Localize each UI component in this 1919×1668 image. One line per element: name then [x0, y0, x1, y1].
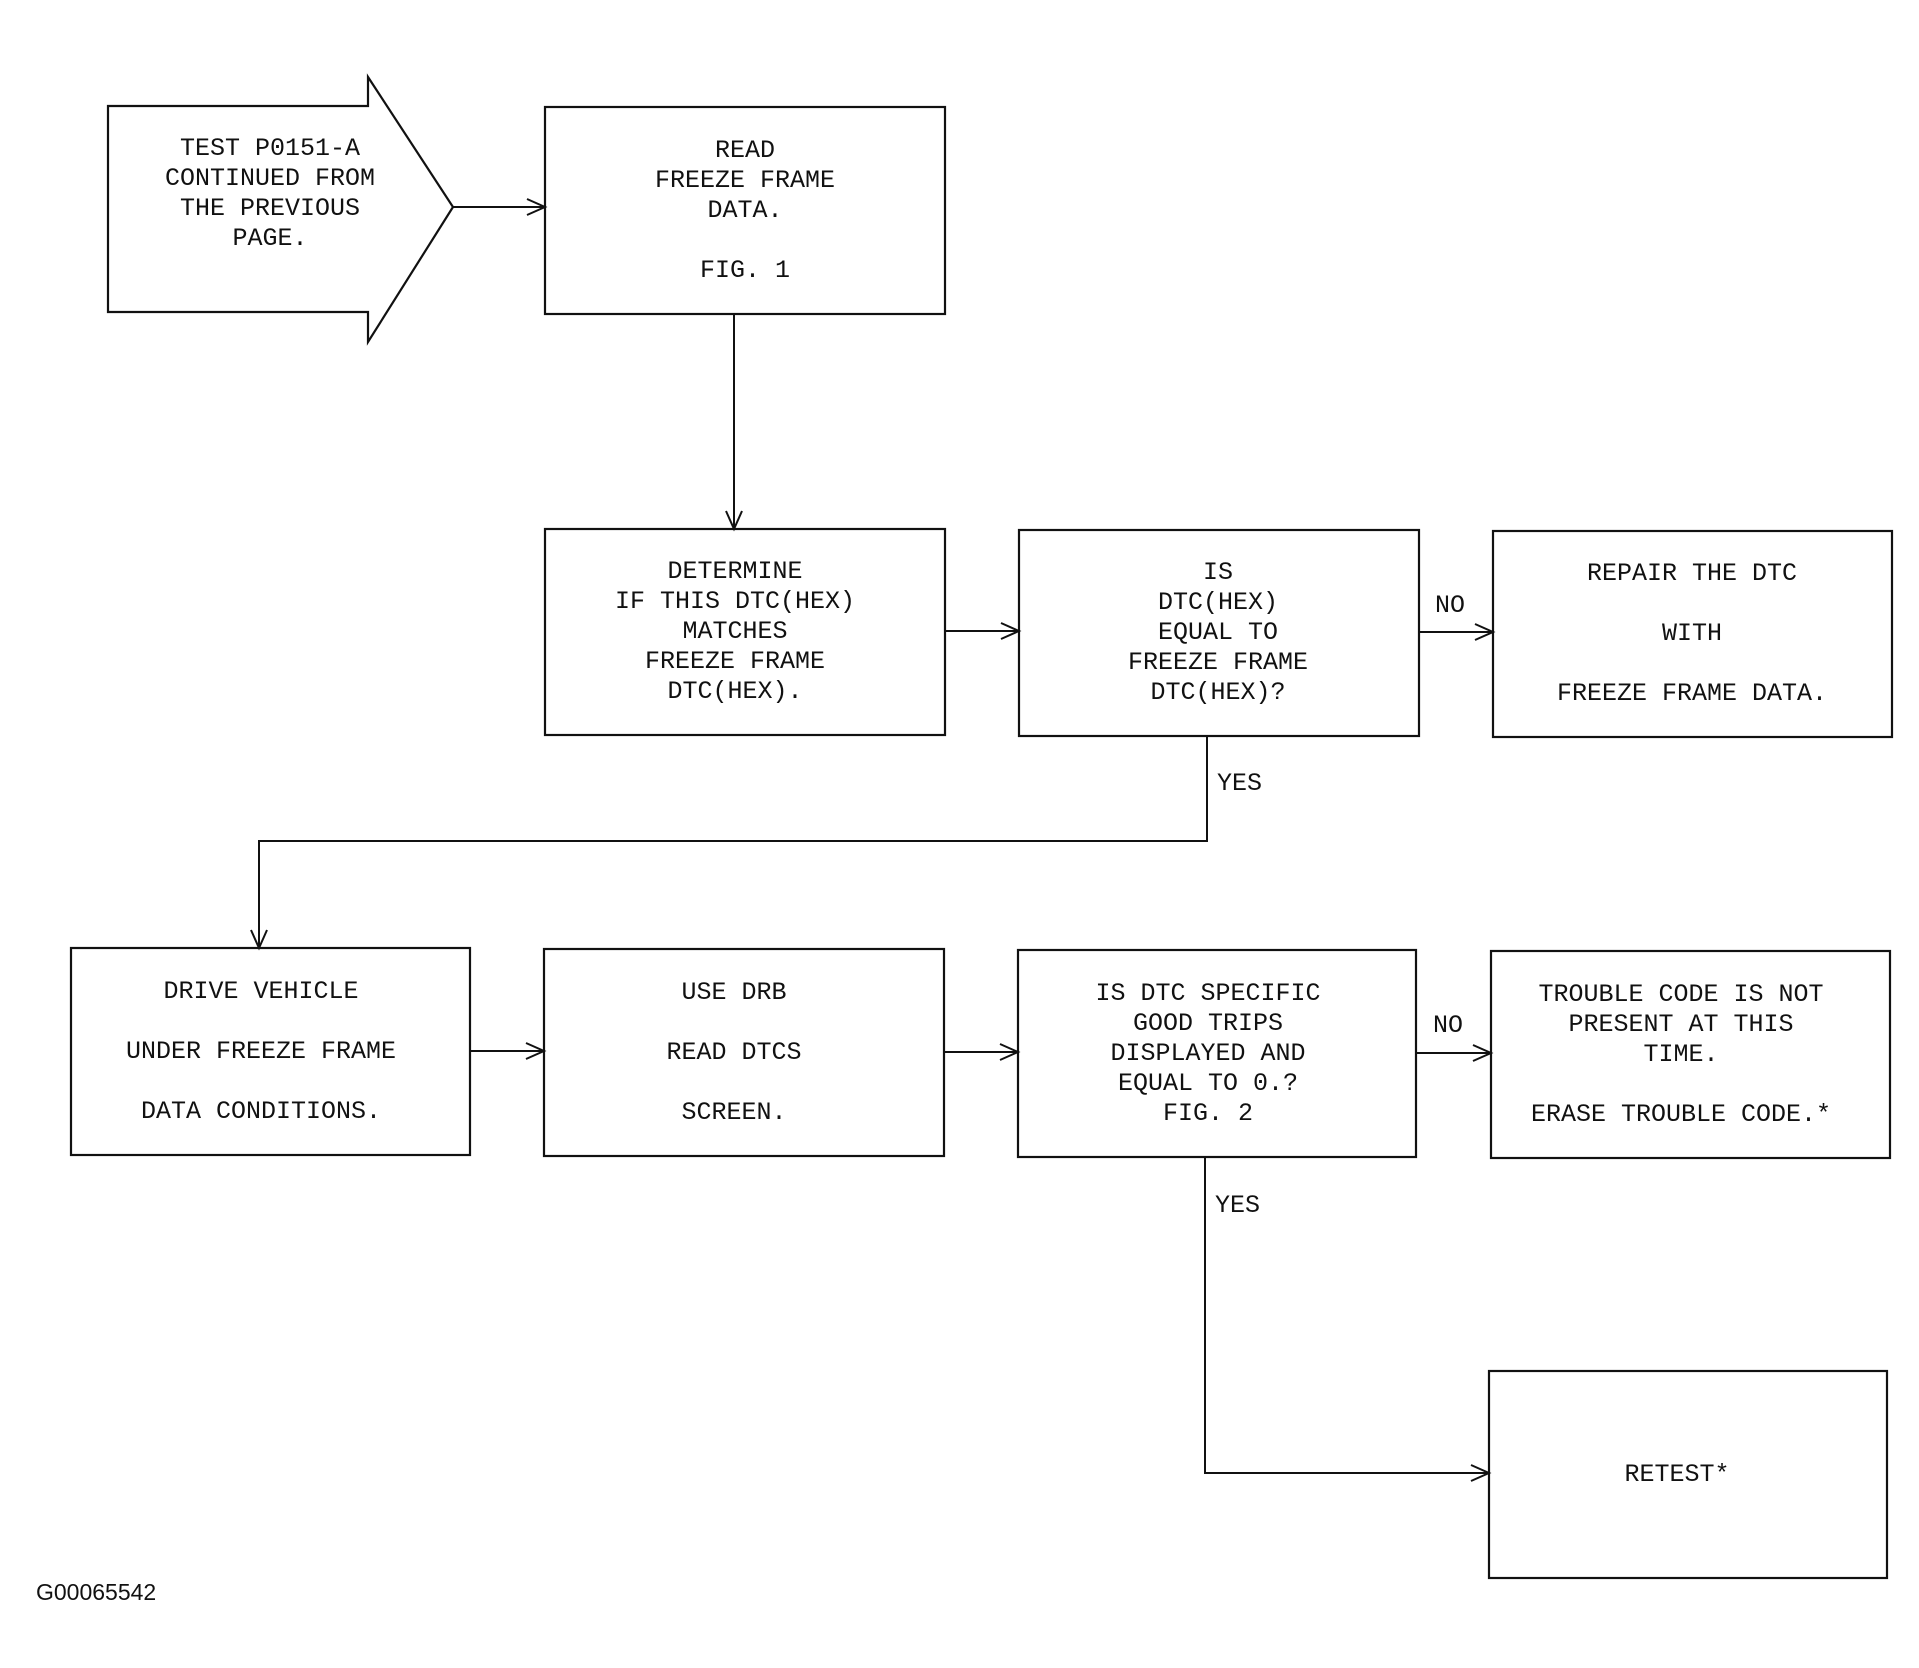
connector-no-to-repair — [1419, 623, 1496, 641]
label-line: THE PREVIOUS — [180, 194, 360, 223]
label-line: DTC(HEX)? — [1150, 678, 1285, 707]
connector-drive-to-use-drb — [470, 1042, 547, 1060]
label-line: FIG. 2 — [1163, 1099, 1253, 1128]
connector-no-to-not-present — [1416, 1044, 1494, 1062]
retest-box — [1487, 1369, 1889, 1580]
edge-label-no-2: NO — [1433, 1011, 1463, 1040]
label-line: CONTINUED FROM — [165, 164, 375, 193]
edge-label-no-1: NO — [1435, 591, 1465, 620]
determine-box — [543, 527, 947, 737]
label-line: FIG. 1 — [700, 256, 790, 285]
connector-use-drb-to-good-trips — [944, 1043, 1021, 1061]
label-line: DATA CONDITIONS. — [141, 1097, 381, 1126]
label-line: READ DTCS — [666, 1038, 801, 1067]
node-repair: REPAIR THE DTC WITH FREEZE FRAME DATA. — [1491, 529, 1894, 739]
drive-vehicle-box — [69, 946, 472, 1157]
start-arrow-shape — [106, 73, 455, 346]
label-line: IS DTC SPECIFIC — [1095, 979, 1320, 1008]
connector-start-to-read — [453, 198, 548, 216]
label-line: READ — [715, 136, 775, 165]
label-line: EQUAL TO 0.? — [1118, 1069, 1298, 1098]
connector-yes-to-retest — [1204, 1157, 1492, 1482]
node-use-drb: USE DRB READ DTCS SCREEN. — [542, 947, 946, 1158]
label-line: FREEZE FRAME — [1128, 648, 1308, 677]
repair-box — [1491, 529, 1894, 739]
label-line: TEST P0151-A — [180, 134, 360, 163]
connector-read-to-determine — [725, 314, 743, 532]
connector-yes-to-drive-vehicle — [250, 736, 1208, 951]
not-present-box — [1489, 949, 1892, 1160]
label-line: DRIVE VEHICLE — [163, 977, 358, 1006]
label-line: WITH — [1662, 619, 1722, 648]
node-drive-vehicle: DRIVE VEHICLE UNDER FREEZE FRAME DATA COND… — [69, 946, 472, 1157]
label-line: REPAIR THE DTC — [1587, 559, 1797, 588]
label-line: DISPLAYED AND — [1110, 1039, 1305, 1068]
use-drb-label: USE DRB READ DTCS SCREEN. — [666, 978, 801, 1127]
label-line: PAGE. — [232, 224, 307, 253]
label-line: USE DRB — [681, 978, 786, 1007]
label-line: IF THIS DTC(HEX) — [615, 587, 855, 616]
figure-id: G00065542 — [36, 1579, 156, 1605]
label-line: EQUAL TO — [1158, 618, 1278, 647]
edge-label-yes-2: YES — [1215, 1191, 1260, 1220]
label-line: FREEZE FRAME — [655, 166, 835, 195]
connector-determine-to-is-dtc — [945, 622, 1022, 640]
label-line: DTC(HEX) — [1158, 588, 1278, 617]
label-line: IS — [1203, 558, 1233, 587]
edge-label-yes-1: YES — [1217, 769, 1262, 798]
is-dtc-equal-box — [1017, 528, 1421, 738]
label-line: GOOD TRIPS — [1133, 1009, 1283, 1038]
node-retest: RETEST* — [1487, 1369, 1889, 1580]
label-line: MATCHES — [682, 617, 787, 646]
label-line: FREEZE FRAME DATA. — [1557, 679, 1827, 708]
label-line: TIME. — [1643, 1040, 1718, 1069]
label-line: TROUBLE CODE IS NOT — [1538, 980, 1823, 1009]
label-line: RETEST* — [1624, 1460, 1729, 1489]
label-line: ERASE TROUBLE CODE.* — [1531, 1100, 1831, 1129]
label-line: FREEZE FRAME — [645, 647, 825, 676]
read-freeze-frame-box — [543, 105, 947, 316]
label-line: DETERMINE — [667, 557, 802, 586]
repair-label: REPAIR THE DTC WITH FREEZE FRAME DATA. — [1557, 559, 1827, 708]
drive-vehicle-label: DRIVE VEHICLE UNDER FREEZE FRAME DATA COND… — [126, 977, 396, 1126]
use-drb-box — [542, 947, 946, 1158]
is-good-trips-box — [1016, 948, 1418, 1159]
retest-label: RETEST* — [1624, 1460, 1729, 1489]
label-line: DATA. — [707, 196, 782, 225]
label-line: UNDER FREEZE FRAME — [126, 1037, 396, 1066]
label-line: DTC(HEX). — [667, 677, 802, 706]
label-line: SCREEN. — [681, 1098, 786, 1127]
label-line: PRESENT AT THIS — [1568, 1010, 1793, 1039]
